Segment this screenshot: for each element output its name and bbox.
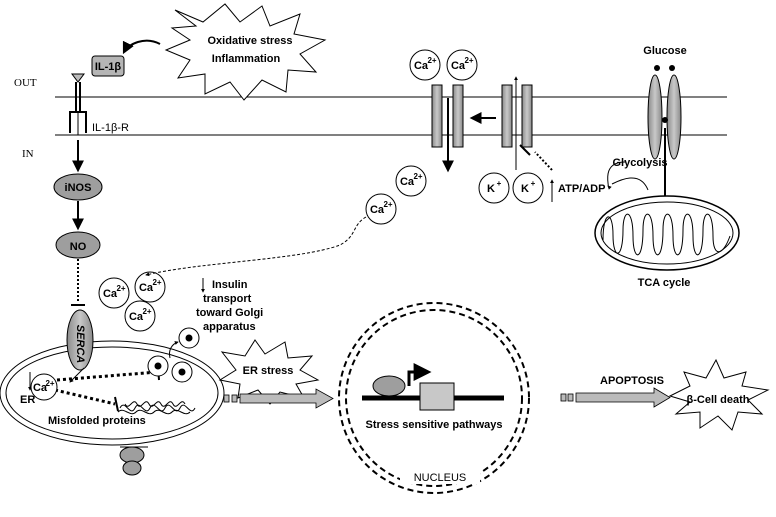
er-stress-burst (218, 339, 320, 405)
gene-box (419, 382, 455, 411)
ca-out-circle-2: Ca 2+ (446, 49, 478, 81)
glucose-transporter (647, 74, 682, 160)
nucleus-label-bg (400, 470, 480, 484)
svg-text:Ca: Ca (129, 311, 144, 323)
svg-text:2+: 2+ (464, 56, 473, 65)
in-label: IN (22, 148, 34, 160)
ca-in-circle-1: Ca 2+ (395, 165, 427, 197)
insulin-granule-2 (171, 361, 193, 383)
katp-channel (501, 84, 533, 148)
ca-cyto-circle-2: Ca 2+ (134, 271, 166, 303)
svg-text:2+: 2+ (152, 278, 161, 287)
cell-membrane (55, 96, 727, 136)
er-stress-label: ER stress (243, 365, 294, 377)
apoptosis-label: APOPTOSIS (600, 375, 664, 387)
svg-text:Ca: Ca (370, 204, 385, 216)
ca-cyto-circle-1: Ca 2+ (98, 277, 130, 309)
er-label: ER (20, 394, 35, 406)
ca-inhibit-line-2 (56, 370, 159, 382)
glucose-molecule-1 (654, 65, 660, 71)
nucleus-label: NUCLEUS (414, 472, 467, 484)
ribosome (119, 446, 148, 476)
svg-text:2+: 2+ (413, 172, 422, 181)
ca-inhibit-bar-1 (114, 396, 119, 412)
serca-label: SERCA (74, 325, 86, 364)
inos-ellipse (53, 173, 103, 201)
svg-text:Ca: Ca (103, 288, 118, 300)
mito-to-atp-arrow (611, 177, 649, 191)
atp-adp-label: ATP/ADP (558, 183, 605, 195)
inflammation-label: Inflammation (212, 53, 281, 65)
k-circle-2: K + (512, 172, 544, 204)
svg-text:Ca: Ca (451, 60, 466, 72)
oxidative-stress-burst (164, 3, 327, 101)
glucose-molecule-3 (662, 117, 668, 123)
svg-text:2+: 2+ (116, 284, 125, 293)
misfolded-label: Misfolded proteins (48, 415, 146, 427)
svg-text:2+: 2+ (45, 379, 54, 388)
il1b-box (91, 55, 125, 77)
stress-pathways-label: Stress sensitive pathways (366, 419, 503, 431)
toward-golgi-label: toward Golgi (196, 307, 263, 319)
calcium-channel (431, 84, 464, 148)
mitochondrion (594, 195, 740, 271)
ca-out-circle-1: Ca 2+ (409, 49, 441, 81)
calcium-to-er-dashed-arrow (145, 216, 367, 277)
svg-text:2+: 2+ (427, 56, 436, 65)
beta-cell-death-burst (668, 358, 770, 431)
no-label: NO (70, 241, 87, 253)
beta-cell-death-label: β-Cell death (687, 394, 750, 406)
serca-to-ca-arrow (69, 367, 85, 383)
glycolysis-label: Glycolysis (612, 157, 667, 169)
ca-inhibit-line-1 (54, 388, 116, 406)
transcription-start-arrow (407, 363, 432, 386)
svg-text:Ca: Ca (400, 176, 415, 188)
il1b-r-label: IL-1β-R (92, 122, 129, 134)
burst-to-il1b-arrow (122, 39, 161, 55)
glucose-label: Glucose (643, 45, 686, 57)
atp-inhibits-katp (534, 151, 553, 171)
apoptosis-arrow (560, 387, 671, 408)
insulin-granule-1 (147, 355, 169, 377)
svg-text:Ca: Ca (139, 282, 154, 294)
out-label: OUT (14, 77, 37, 89)
svg-text:K: K (487, 183, 495, 195)
ca-in-circle-2: Ca 2+ (365, 193, 397, 225)
transport-label: transport (203, 293, 252, 305)
er-to-nucleus-arrow (223, 388, 334, 409)
svg-text:2+: 2+ (383, 200, 392, 209)
svg-text:+: + (531, 179, 536, 188)
svg-text:Ca: Ca (33, 382, 48, 394)
granule-export-arrow (169, 341, 179, 359)
insulin-label: Insulin (212, 279, 248, 291)
il1b-receptor (69, 73, 87, 135)
svg-text:Ca: Ca (414, 60, 429, 72)
katp-inhibition-bar (519, 144, 531, 156)
misfolded-protein-tangle (117, 401, 196, 415)
no-ellipse (55, 231, 101, 259)
oxidative-stress-label: Oxidative stress (208, 35, 293, 47)
svg-text:2+: 2+ (142, 307, 151, 316)
serca-pump (66, 309, 94, 371)
svg-text:+: + (497, 179, 502, 188)
inos-label: iNOS (65, 182, 92, 194)
insulin-granule-3 (178, 327, 200, 349)
transcription-factor (372, 375, 406, 397)
tca-cycle-label: TCA cycle (638, 277, 691, 289)
glucose-molecule-2 (669, 65, 675, 71)
apparatus-label: apparatus (203, 321, 256, 333)
k-circle-1: K + (478, 172, 510, 204)
ca-er-circle: Ca 2+ (30, 373, 58, 401)
ca-cyto-circle-3: Ca 2+ (124, 300, 156, 332)
il1b-label: IL-1β (95, 61, 122, 73)
svg-text:K: K (521, 183, 529, 195)
